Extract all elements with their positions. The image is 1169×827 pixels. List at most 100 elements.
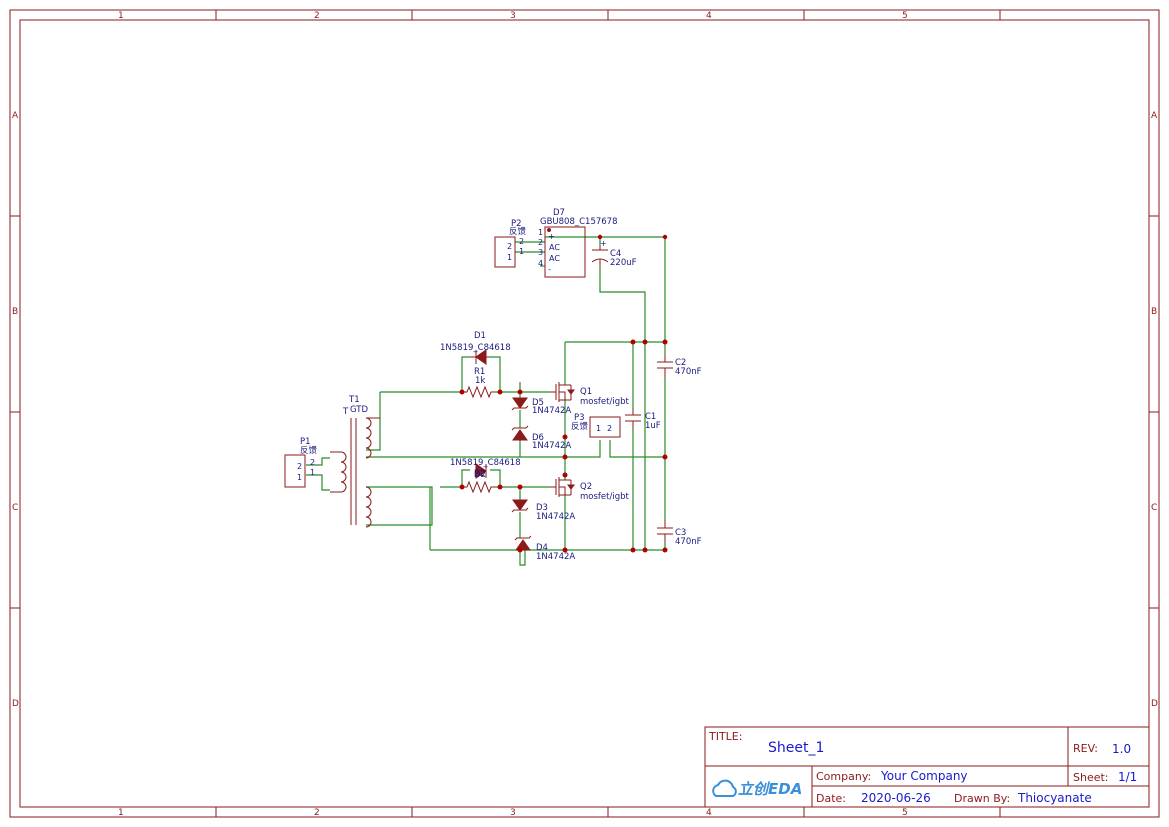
rev-value: 1.0	[1112, 742, 1131, 756]
title-block: TITLE: Sheet_1 REV: 1.0 Company: Your Co…	[704, 726, 1150, 808]
p3-ref: P3	[574, 413, 585, 423]
d7-label-ac2: AC	[549, 254, 560, 263]
diode-d1[interactable]: D1 1N5819_C84618	[440, 331, 511, 365]
bridge-rectifier-d7[interactable]: D7 GBU808_C157678 1 2 3 4 + AC AC -	[538, 208, 618, 278]
d3-ref: D3	[536, 503, 548, 513]
d2-ref: D2	[474, 470, 486, 480]
d7-pin4: 4	[538, 259, 543, 268]
p1-pin2-end: 2	[310, 458, 315, 467]
column-label-top-1: 1	[118, 11, 124, 21]
mosfet-q1[interactable]: Q1 mosfet/igbt	[550, 382, 629, 407]
t1-ref: T1	[348, 395, 360, 405]
row-label-right-b: B	[1151, 307, 1157, 317]
p1-pin2: 2	[297, 462, 302, 471]
d7-label-plus: +	[548, 232, 555, 241]
p2-pin1: 1	[507, 253, 512, 262]
p1-ref: P1	[300, 437, 311, 447]
d4-ref: D4	[536, 543, 548, 553]
rev-label: REV:	[1073, 742, 1098, 755]
capacitor-c4[interactable]: + C4 220uF	[591, 239, 637, 268]
r2-ref: R2	[474, 469, 485, 479]
sheet-value: 1/1	[1118, 770, 1137, 784]
r1-value: 1k	[475, 376, 485, 386]
connector-p2[interactable]: P2 反馈 2 1 2 1	[494, 219, 527, 268]
r1-ref: R1	[474, 367, 485, 377]
p1-pin1: 1	[297, 473, 302, 482]
c3-value: 470nF	[675, 537, 702, 547]
d6-ref: D6	[532, 433, 544, 443]
column-label-top-4: 4	[706, 11, 712, 21]
d7-pin2: 2	[538, 238, 543, 247]
capacitor-c1[interactable]: C1 1uF	[625, 408, 661, 431]
date-label: Date:	[816, 792, 846, 805]
q2-value: mosfet/igbt	[580, 492, 629, 502]
column-label-top-2: 2	[314, 11, 320, 21]
d1-ref: D1	[474, 331, 486, 341]
c4-plus-icon: +	[600, 239, 607, 248]
cloud-icon	[712, 779, 737, 797]
t1-label: T	[342, 407, 349, 417]
p2-value: 反馈	[509, 226, 527, 237]
q2-ref: Q2	[580, 482, 592, 492]
drawn-by-value: Thiocyanate	[1017, 791, 1092, 805]
column-label-top-3: 3	[510, 11, 516, 21]
zener-diode-d6[interactable]: D6 1N4742A	[511, 425, 571, 451]
column-label-top-5: 5	[902, 11, 908, 21]
sheet-frame	[9, 9, 1160, 818]
column-label-bottom-3: 3	[510, 808, 516, 818]
d3-value: 1N4742A	[536, 512, 575, 522]
row-label-left-a: A	[12, 111, 19, 121]
date-value: 2020-06-26	[861, 791, 931, 805]
mosfet-q2[interactable]: Q2 mosfet/igbt	[550, 477, 629, 502]
transformer-t1[interactable]: T1 GTD T	[330, 395, 380, 528]
d7-label-minus: -	[548, 265, 551, 274]
column-label-bottom-2: 2	[314, 808, 320, 818]
capacitor-c3[interactable]: C3 470nF	[657, 520, 702, 547]
t1-value: GTD	[350, 405, 368, 415]
zener-diode-d4[interactable]: D4 1N4742A	[514, 535, 575, 562]
diode-d2[interactable]: 1N5819_C84618 D2	[450, 458, 521, 480]
drawn-by-label: Drawn By:	[954, 792, 1010, 805]
row-label-left-b: B	[12, 307, 18, 317]
wires	[306, 236, 666, 566]
c3-ref: C3	[675, 528, 686, 538]
c2-ref: C2	[675, 358, 686, 368]
d6-value: 1N4742A	[532, 441, 571, 451]
column-label-bottom-1: 1	[118, 808, 124, 818]
p1-pin1-end: 1	[310, 468, 315, 477]
d5-ref: D5	[532, 398, 544, 408]
company-label: Company:	[816, 770, 871, 783]
logo-text: 立创EDA	[738, 780, 802, 798]
row-label-right-a: A	[1151, 111, 1158, 121]
d4-value: 1N4742A	[536, 552, 575, 562]
zener-diode-d5[interactable]: D5 1N4742A	[511, 397, 571, 416]
row-label-left-c: C	[12, 503, 18, 513]
p1-value: 反馈	[300, 445, 318, 456]
resistor-r2[interactable]: R2	[462, 469, 495, 494]
d2-value: 1N5819_C84618	[450, 458, 521, 468]
capacitor-c2[interactable]: C2 470nF	[657, 355, 702, 378]
zone-labels: 1 2 3 4 5 1 2 3 4 5 A B C D A B C D	[12, 11, 1158, 818]
column-label-bottom-5: 5	[902, 808, 908, 818]
p2-pin1-end: 1	[519, 247, 524, 256]
connector-p1[interactable]: P1 反馈 2 1 2 1	[284, 437, 318, 488]
d7-label-ac1: AC	[549, 243, 560, 252]
d5-value: 1N4742A	[532, 406, 571, 416]
row-label-right-d: D	[1151, 699, 1158, 709]
p2-pin2: 2	[507, 242, 512, 251]
d7-pin1: 1	[538, 228, 543, 237]
junctions	[459, 234, 668, 553]
c1-ref: C1	[645, 412, 656, 422]
lceda-logo: 立创EDA	[712, 779, 802, 798]
q1-value: mosfet/igbt	[580, 397, 629, 407]
c4-value: 220uF	[610, 258, 637, 268]
connector-p3[interactable]: P3 反馈 1 2	[571, 413, 621, 438]
c1-value: 1uF	[645, 421, 661, 431]
row-label-left-d: D	[12, 699, 19, 709]
resistor-r1[interactable]: R1 1k	[462, 367, 495, 399]
column-label-bottom-4: 4	[706, 808, 712, 818]
p2-pin2-end: 2	[519, 237, 524, 246]
p3-value: 反馈	[571, 421, 589, 432]
zener-diode-d3[interactable]: D3 1N4742A	[511, 499, 575, 522]
